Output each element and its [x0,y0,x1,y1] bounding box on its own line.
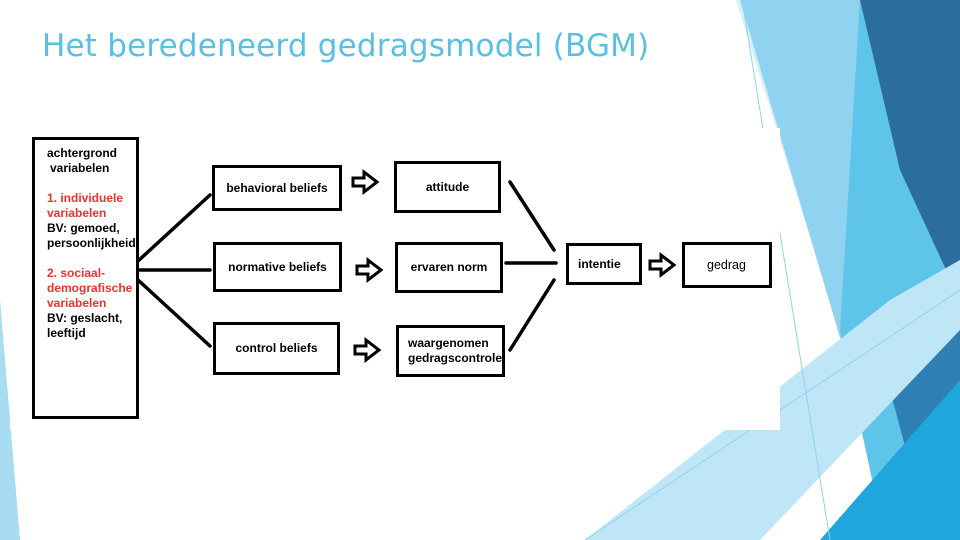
slide-title: Het beredeneerd gedragsmodel (BGM) [42,28,650,64]
perceived-control-line2: gedragscontrole [408,351,503,365]
behavior-label: gedrag [707,257,746,272]
attitude-box: attitude [394,161,501,213]
group2-title-line1: 2. sociaal- [47,266,106,280]
connector-attitude-intention [508,180,556,252]
connector-bg-behavioral [136,193,212,263]
group2-example-line1: BV: geslacht, [47,311,123,325]
hollow-right-arrow-icon [648,251,677,279]
deco-thin-line-1 [741,0,831,540]
attitude-label: attitude [425,179,470,194]
bgm-diagram: achtergrond variabelen 1. individuele va… [10,128,780,430]
control-beliefs-box: control beliefs [213,322,340,375]
connector-bg-control [136,278,212,348]
perceived-control-line1: waargenomen [408,336,489,350]
perceived-norm-label: ervaren norm [410,260,488,274]
connector-control-intention [508,278,556,352]
perceived-control-label: waargenomen gedragscontrole [408,336,502,366]
perceived-norm-box: ervaren norm [395,242,503,293]
background-heading-line1: achtergrond [47,146,118,160]
normative-beliefs-box: normative beliefs [213,242,342,292]
behavioral-beliefs-box: behavioral beliefs [212,165,342,211]
intention-box: intentie [566,243,642,285]
deco-bottom-bright [820,380,960,540]
group2-title-line3: variabelen [47,296,107,310]
behavior-box: gedrag [682,242,772,288]
hollow-right-arrow-icon [353,336,382,364]
group1-example-line1: BV: gemoed, [47,221,120,235]
deco-right-dark [860,0,960,300]
group1-title-line2: variabelen [47,206,107,220]
normative-beliefs-label: normative beliefs [228,259,327,274]
group1-example-line2: persoonlijkheid [47,236,136,250]
group1-title-line1: 1. individuele [47,191,124,205]
hollow-right-arrow-icon [351,168,380,196]
group2-example-line2: leeftijd [47,326,86,340]
control-beliefs-label: control beliefs [235,341,318,355]
perceived-control-box: waargenomen gedragscontrole [396,325,505,377]
intention-label: intentie [578,256,621,271]
behavioral-beliefs-label: behavioral beliefs [226,180,328,195]
diagram-connectors [136,168,677,364]
hollow-right-arrow-icon [355,256,384,284]
background-variables-box: achtergrond variabelen 1. individuele va… [32,137,139,419]
group2-title-line2: demografische [47,281,133,295]
background-heading-line2: variabelen [50,161,110,175]
